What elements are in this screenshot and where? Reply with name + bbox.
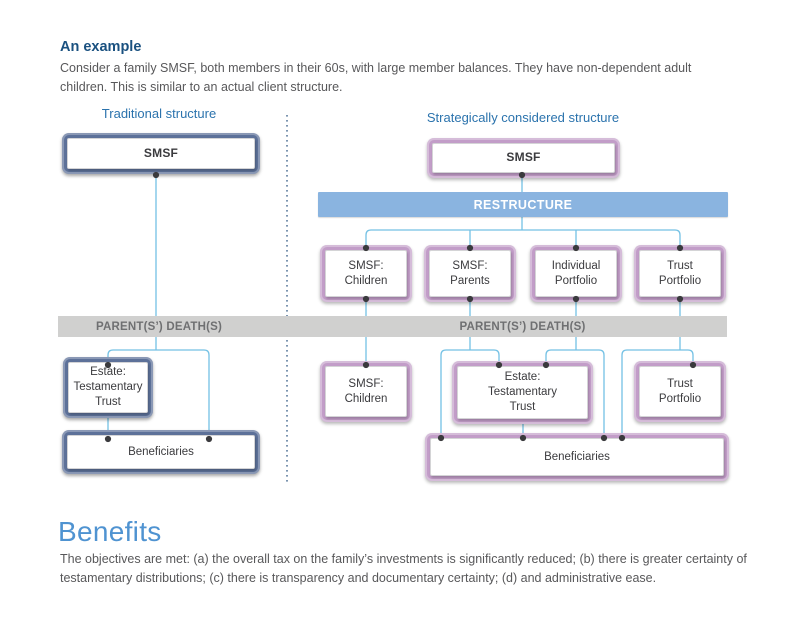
strategic-individual-portfolio-label: Individual Portfolio: [535, 250, 617, 297]
parents-death-bar: PARENT(S’) DEATH(S) PARENT(S’) DEATH(S): [58, 316, 727, 337]
strategic-trust-portfolio-after-label: Trust Portfolio: [639, 366, 721, 417]
benefits-heading: Benefits: [58, 516, 162, 547]
example-heading: An example: [60, 39, 142, 55]
strategic-smsf-box: SMSF: [427, 138, 620, 178]
traditional-beneficiaries-label: Beneficiaries: [67, 435, 255, 469]
strategic-smsf-children-box: SMSF: Children: [320, 245, 412, 302]
strategic-trust-portfolio-label: Trust Portfolio: [639, 250, 721, 297]
strategic-trust-portfolio-box: Trust Portfolio: [634, 245, 726, 302]
strategic-structure-title: Strategically considered structure: [426, 110, 620, 125]
traditional-beneficiaries-box: Beneficiaries: [62, 430, 260, 474]
parents-death-label-strategic: PARENT(S’) DEATH(S): [459, 320, 586, 333]
traditional-smsf-label: SMSF: [67, 138, 255, 169]
strategic-beneficiaries-box: Beneficiaries: [425, 433, 729, 481]
strategic-individual-portfolio-box: Individual Portfolio: [530, 245, 622, 302]
example-body-text: Consider a family SMSF, both members in …: [60, 61, 692, 94]
strategic-smsf-children-label: SMSF: Children: [325, 250, 407, 297]
strategic-estate-box: Estate: Testamentary Trust: [452, 361, 593, 424]
parents-death-label-traditional: PARENT(S’) DEATH(S): [95, 320, 223, 333]
strategic-smsf-children-after-label: SMSF: Children: [325, 366, 407, 417]
strategic-smsf-children-after-box: SMSF: Children: [320, 361, 412, 422]
strategic-trust-portfolio-after-box: Trust Portfolio: [634, 361, 726, 422]
strategic-estate-label: Estate: Testamentary Trust: [457, 366, 588, 419]
strategic-smsf-parents-label: SMSF: Parents: [429, 250, 511, 297]
traditional-estate-box: Estate: Testamentary Trust: [63, 357, 153, 418]
strategic-smsf-label: SMSF: [432, 143, 615, 173]
traditional-smsf-box: SMSF: [62, 133, 260, 174]
strategic-beneficiaries-label: Beneficiaries: [430, 438, 724, 476]
traditional-estate-label: Estate: Testamentary Trust: [68, 362, 148, 413]
restructure-bar: RESTRUCTURE: [318, 192, 728, 217]
benefits-body-text: The objectives are met: (a) the overall …: [60, 552, 747, 585]
traditional-structure-title: Traditional structure: [101, 106, 217, 121]
restructure-label: RESTRUCTURE: [473, 197, 573, 212]
strategic-smsf-parents-box: SMSF: Parents: [424, 245, 516, 302]
